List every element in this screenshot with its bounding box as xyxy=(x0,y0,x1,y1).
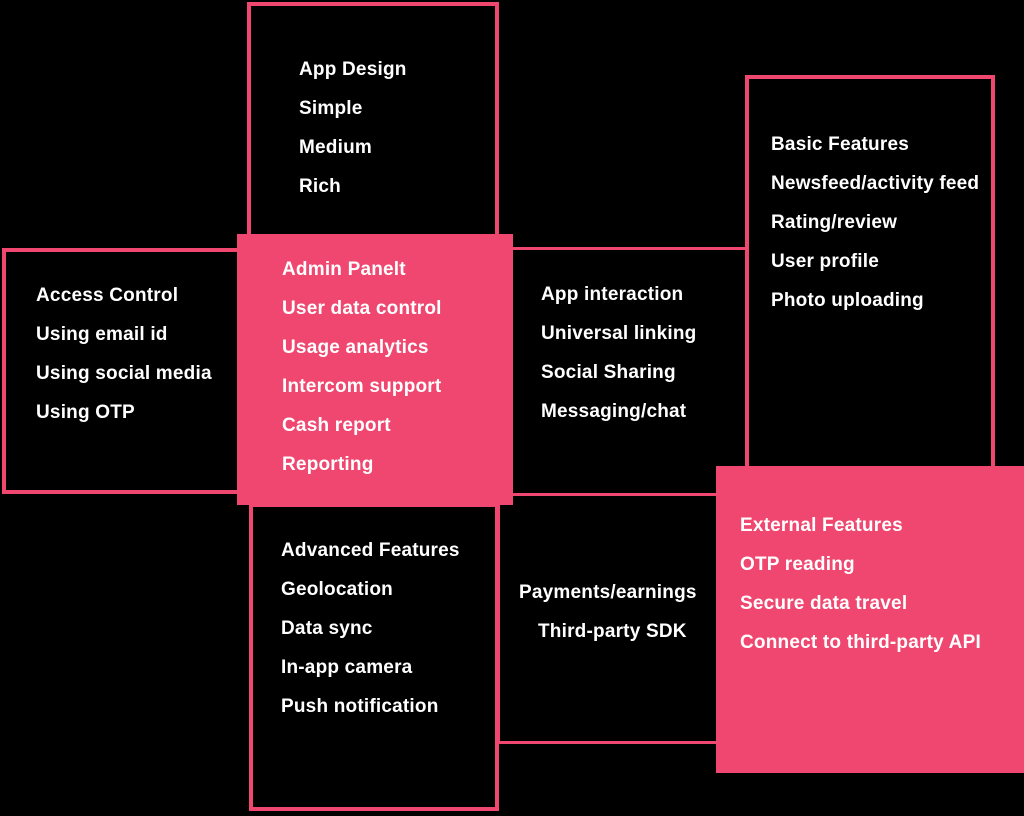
box-title: Advanced Features xyxy=(281,540,460,561)
box-title: Basic Features xyxy=(771,134,909,155)
box-item: Usage analytics xyxy=(282,337,429,358)
box-item: Messaging/chat xyxy=(541,401,687,422)
box-title: External Features xyxy=(740,515,903,536)
payments-earnings-box: Payments/earnings Third-party SDK xyxy=(497,493,721,744)
box-item: Secure data travel xyxy=(740,593,908,614)
box-item: Data sync xyxy=(281,618,373,639)
box-title: Access Control xyxy=(36,285,179,306)
box-item: Rich xyxy=(299,176,341,197)
box-item: Push notification xyxy=(281,696,439,717)
box-item: Connect to third-party API xyxy=(740,632,981,653)
box-item: Intercom support xyxy=(282,376,442,397)
box-title: Payments/earnings xyxy=(519,582,697,603)
box-item: Simple xyxy=(299,98,363,119)
box-item: User data control xyxy=(282,298,442,319)
box-item: Third-party SDK xyxy=(538,621,687,642)
box-item: Reporting xyxy=(282,454,374,475)
box-item: Using OTP xyxy=(36,402,135,423)
box-title: Admin Panelt xyxy=(282,259,406,280)
box-item: Medium xyxy=(299,137,372,158)
access-control-box: Access Control Using email id Using socia… xyxy=(2,248,244,494)
box-title: App Design xyxy=(299,59,407,80)
box-item: Photo uploading xyxy=(771,290,924,311)
box-item: Geolocation xyxy=(281,579,393,600)
box-item: Newsfeed/activity feed xyxy=(771,173,980,194)
box-item: Cash report xyxy=(282,415,391,436)
box-items: Third-party SDK xyxy=(519,612,718,651)
box-title: App interaction xyxy=(541,284,684,305)
box-item: Using email id xyxy=(36,324,168,345)
box-item: Universal linking xyxy=(541,323,697,344)
box-item: User profile xyxy=(771,251,879,272)
box-item: In-app camera xyxy=(281,657,413,678)
box-item: Social Sharing xyxy=(541,362,676,383)
box-item: OTP reading xyxy=(740,554,855,575)
box-item: Rating/review xyxy=(771,212,898,233)
box-item: Using social media xyxy=(36,363,212,384)
